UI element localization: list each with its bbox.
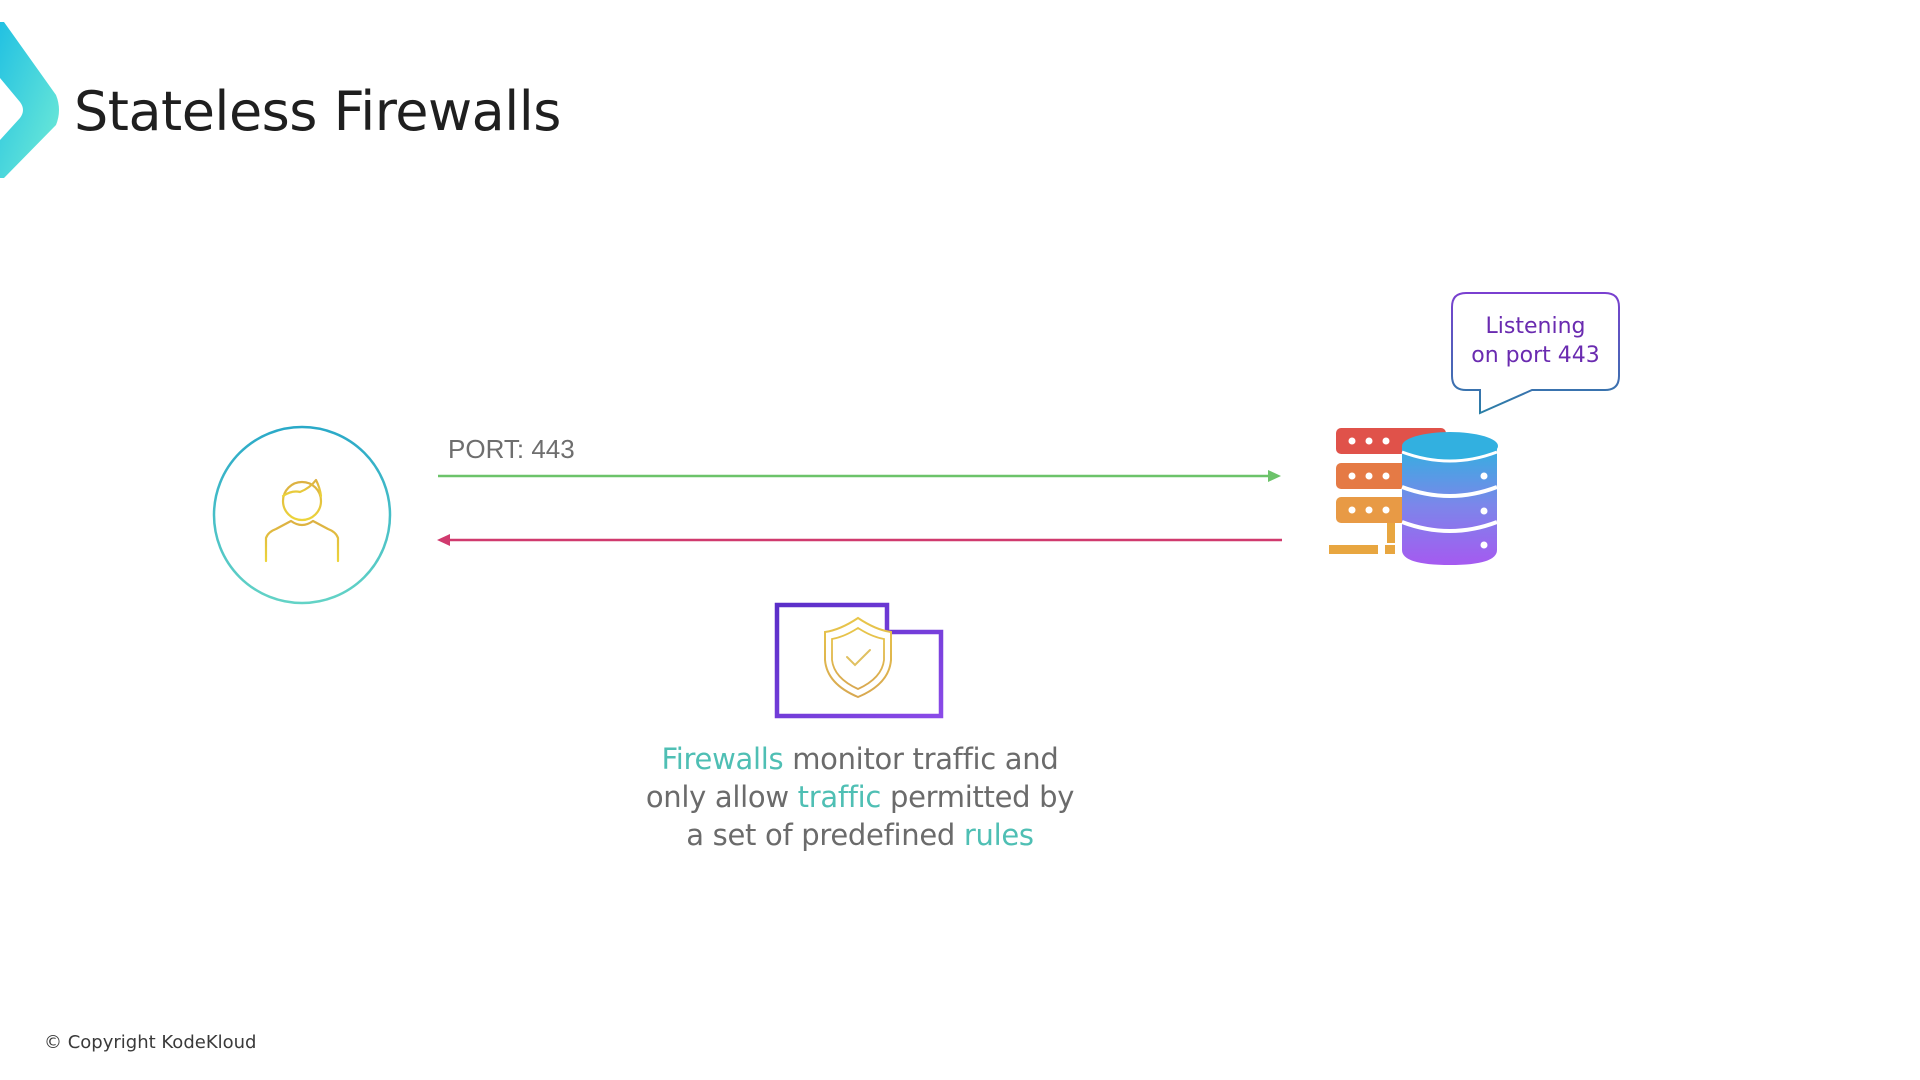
caption-highlight: traffic <box>797 780 882 814</box>
caption-text: a set of predefined <box>686 818 964 852</box>
speech-bubble-text: Listening on port 443 <box>1452 312 1619 370</box>
port-label: PORT: 443 <box>448 434 575 464</box>
kodekloud-logo-chevron <box>0 22 59 178</box>
user-icon <box>264 478 340 563</box>
speech-bubble-line: on port 443 <box>1471 343 1600 368</box>
client-circle <box>212 425 392 605</box>
caption-highlight: rules <box>963 818 1034 852</box>
speech-bubble-line: Listening <box>1485 314 1586 339</box>
caption-text: permitted by <box>881 780 1075 814</box>
caption-text: monitor traffic and <box>783 742 1059 776</box>
server-database-icon <box>1329 428 1498 565</box>
caption-line-1: Firewalls monitor traffic and <box>560 740 1160 778</box>
shield-check-icon <box>824 616 892 699</box>
response-arrow <box>437 534 1282 546</box>
firewall-caption: Firewalls monitor traffic and only allow… <box>560 740 1160 854</box>
client-node <box>212 425 392 605</box>
caption-line-2: only allow traffic permitted by <box>560 778 1160 816</box>
caption-line-3: a set of predefined rules <box>560 816 1160 854</box>
copyright-notice: © Copyright KodeKloud <box>44 1032 257 1053</box>
caption-text: only allow <box>645 780 798 814</box>
database-cylinder <box>1402 446 1497 565</box>
request-arrow <box>438 470 1281 482</box>
caption-highlight: Firewalls <box>661 742 784 776</box>
speech-bubble <box>1451 292 1620 415</box>
slide-title: Stateless Firewalls <box>74 80 561 143</box>
